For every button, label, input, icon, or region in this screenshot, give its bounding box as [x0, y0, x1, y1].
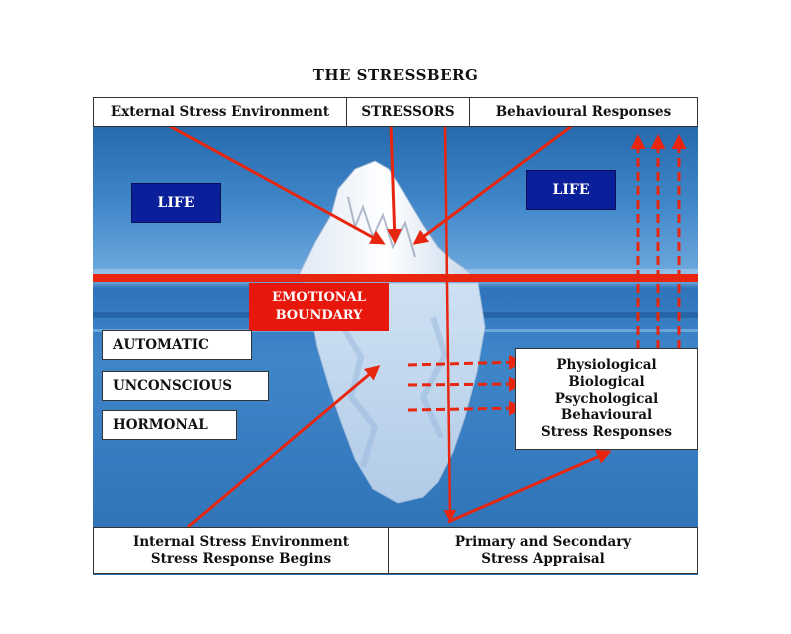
emotional-boundary-box: EMOTIONAL BOUNDARY — [249, 283, 389, 331]
unconscious-label: UNCONSCIOUS — [102, 371, 269, 401]
response-stress-responses: Stress Responses — [540, 424, 673, 441]
external-stress-environment-box: External Stress Environment — [93, 97, 347, 127]
automatic-label: AUTOMATIC — [102, 330, 252, 360]
hormonal-label: HORMONAL — [102, 410, 237, 440]
life-right-label: LIFE — [526, 170, 616, 210]
response-biological: Biological — [568, 373, 645, 390]
bottom-left-line2: Stress Response Begins — [150, 550, 332, 567]
response-behavioural: Behavioural — [560, 407, 653, 424]
bottom-left-line1: Internal Stress Environment — [133, 533, 349, 550]
response-physiological: Physiological — [556, 356, 657, 373]
stress-appraisal-box: Primary and Secondary Stress Appraisal — [388, 527, 698, 574]
bottom-right-line1: Primary and Secondary — [454, 533, 632, 550]
bottom-right-line2: Stress Appraisal — [481, 550, 605, 567]
stressors-box: STRESSORS — [346, 97, 470, 127]
response-psychological: Psychological — [554, 390, 659, 407]
diagram-title: THE STRESSBERG — [312, 66, 479, 84]
emotional-boundary-line2: BOUNDARY — [275, 308, 363, 323]
emotional-boundary-line1: EMOTIONAL — [272, 290, 366, 306]
internal-stress-environment-box: Internal Stress Environment Stress Respo… — [93, 527, 389, 574]
iceberg-illustration — [93, 123, 698, 529]
life-left-label: LIFE — [131, 183, 221, 223]
stress-responses-box: Physiological Biological Psychological B… — [515, 348, 698, 450]
behavioural-responses-box: Behavioural Responses — [469, 97, 698, 127]
